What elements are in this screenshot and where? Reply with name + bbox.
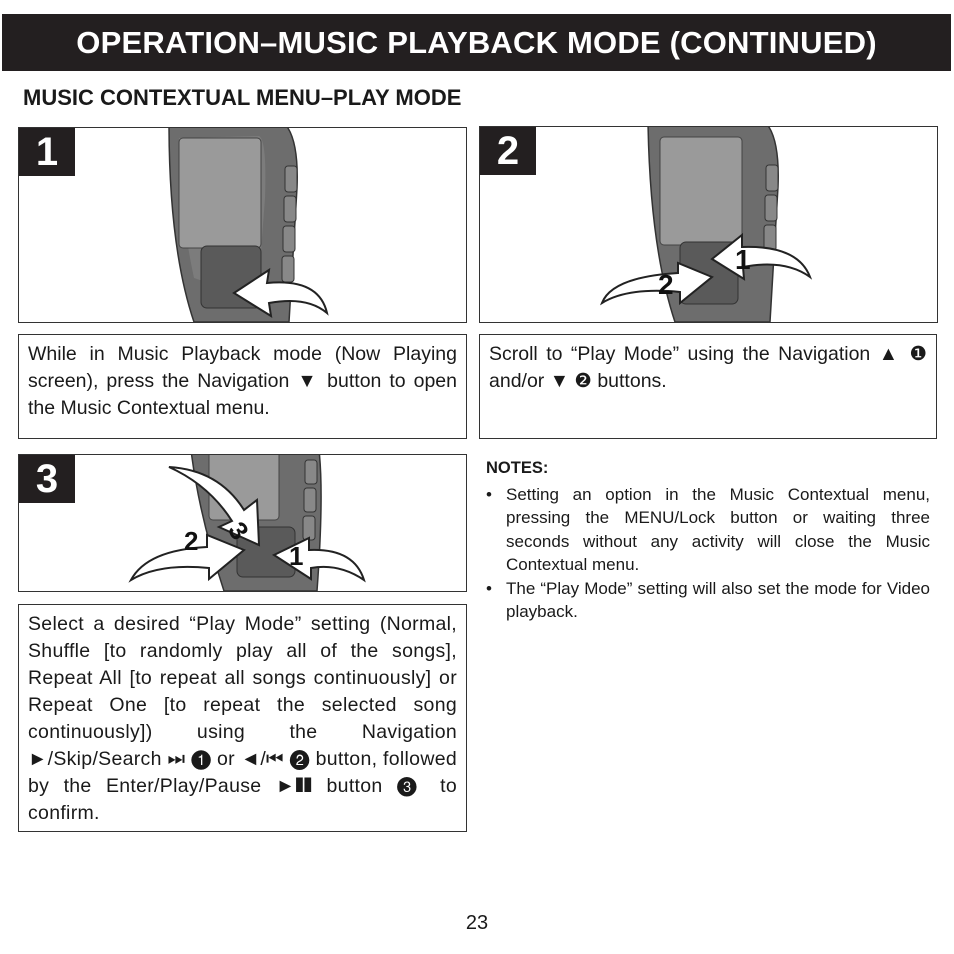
arrow-down-icon	[232, 267, 329, 318]
arrow-label-1: 1	[289, 541, 303, 571]
arrow-label-1: 1	[735, 244, 751, 275]
step-1-text: While in Music Playback mode (Now Playin…	[28, 343, 457, 419]
step-1-instruction: While in Music Playback mode (Now Playin…	[18, 334, 467, 439]
page-title: OPERATION–MUSIC PLAYBACK MODE (CONTINUED…	[76, 24, 877, 60]
note-text: Setting an option in the Music Contextua…	[506, 484, 930, 575]
step-2-text: Scroll to “Play Mode” using the Navigati…	[489, 343, 927, 392]
device-illustration	[168, 128, 329, 322]
arrow-down-icon	[168, 466, 261, 547]
note-item: • The “Play Mode” setting will also set …	[486, 577, 930, 624]
page-number: 23	[465, 912, 489, 934]
arrow-left-icon	[128, 533, 246, 583]
arrow-down-icon	[600, 261, 714, 306]
step-2-instruction: Scroll to “Play Mode” using the Navigati…	[479, 334, 937, 439]
step-2-image-panel: 2 1 2	[479, 126, 938, 323]
device-illustration: 3 2 1	[128, 455, 366, 591]
page-header: OPERATION–MUSIC PLAYBACK MODE (CONTINUED…	[2, 14, 951, 71]
bullet-icon: •	[486, 484, 492, 504]
arrow-right-icon	[271, 536, 366, 583]
step-3-text: Select a desired “Play Mode” setting (No…	[28, 613, 457, 824]
arrow-label-2: 2	[184, 526, 198, 556]
step-1-badge: 1	[19, 128, 75, 176]
arrow-up-icon	[710, 232, 813, 281]
note-text: The “Play Mode” setting will also set th…	[506, 578, 930, 622]
notes-title: NOTES:	[486, 459, 549, 477]
section-title: MUSIC CONTEXTUAL MENU–PLAY MODE	[23, 85, 462, 110]
step-2-badge: 2	[480, 127, 536, 175]
step-3-image-panel: 3 3 2 1	[18, 454, 467, 592]
step-1-image-panel: 1	[18, 127, 467, 323]
step-3-instruction: Select a desired “Play Mode” setting (No…	[18, 604, 467, 832]
bullet-icon: •	[486, 578, 492, 598]
note-item: • Setting an option in the Music Context…	[486, 483, 930, 577]
notes-section: NOTES: • Setting an option in the Music …	[486, 457, 930, 624]
step-3-badge: 3	[19, 455, 75, 503]
arrow-label-2: 2	[658, 269, 674, 300]
device-illustration: 1 2	[600, 127, 813, 322]
